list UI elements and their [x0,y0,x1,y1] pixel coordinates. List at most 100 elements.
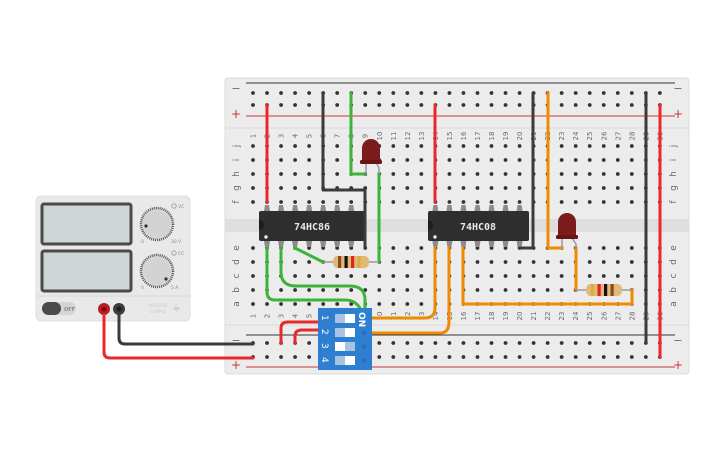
breadboard-hole[interactable] [405,172,410,176]
voltage-knob[interactable] [139,206,175,242]
breadboard-hole[interactable] [279,186,283,190]
breadboard-hole[interactable] [503,200,508,204]
wire-ic1-input-b[interactable] [279,246,367,314]
breadboard-hole[interactable] [307,172,312,176]
rail-hole[interactable] [363,91,368,95]
rail-hole[interactable] [587,91,592,95]
breadboard-hole[interactable] [251,186,255,190]
breadboard-hole[interactable] [251,158,255,162]
breadboard-hole[interactable] [545,288,550,292]
wire-switch-1-vcc[interactable] [279,320,320,345]
breadboard-hole[interactable] [251,274,255,278]
breadboard-hole[interactable] [377,302,382,306]
rail-hole[interactable] [629,355,634,359]
breadboard-hole[interactable] [293,274,297,278]
breadboard-hole[interactable] [335,144,340,148]
rail-hole[interactable] [447,341,452,345]
breadboard-hole[interactable] [489,246,494,250]
breadboard-hole[interactable] [419,302,424,306]
breadboard-hole[interactable] [391,186,396,190]
dip-switch-toggle[interactable] [345,356,355,365]
breadboard-hole[interactable] [573,172,578,176]
rail-hole[interactable] [391,341,396,345]
rail-hole[interactable] [377,341,382,345]
breadboard-hole[interactable] [251,260,255,264]
breadboard-hole[interactable] [559,158,564,162]
breadboard-hole[interactable] [419,158,424,162]
breadboard-hole[interactable] [489,288,494,292]
breadboard-hole[interactable] [461,144,466,148]
rail-hole[interactable] [293,103,297,107]
rail-hole[interactable] [377,355,382,359]
breadboard-hole[interactable] [307,274,312,278]
rail-hole[interactable] [293,355,297,359]
rail-hole[interactable] [629,91,634,95]
breadboard-hole[interactable] [363,274,368,278]
breadboard-hole[interactable] [391,144,396,148]
wire-gnd-ic2[interactable] [518,91,535,250]
rail-hole[interactable] [587,103,592,107]
breadboard-hole[interactable] [405,186,410,190]
rail-hole[interactable] [419,341,424,345]
rail-hole[interactable] [503,103,508,107]
rail-hole[interactable] [433,91,438,95]
breadboard-hole[interactable] [419,246,424,250]
rail-hole[interactable] [517,341,522,345]
breadboard-hole[interactable] [335,302,340,306]
breadboard-hole[interactable] [517,186,522,190]
breadboard-hole[interactable] [307,246,312,250]
rail-hole[interactable] [545,355,550,359]
wire-led1-cathode[interactable] [349,91,367,176]
breadboard-hole[interactable] [279,158,283,162]
breadboard-hole[interactable] [489,260,494,264]
breadboard-hole[interactable] [615,246,620,250]
rail-hole[interactable] [293,91,297,95]
breadboard-hole[interactable] [601,186,606,190]
resistor-1[interactable] [323,255,379,269]
wire-ic1-out[interactable] [293,246,325,264]
wire-ic1-input-a[interactable] [265,246,364,314]
breadboard-hole[interactable] [447,172,452,176]
breadboard-hole[interactable] [293,144,297,148]
led-1[interactable] [360,139,382,174]
breadboard-hole[interactable] [377,274,382,278]
rail-hole[interactable] [279,103,283,107]
breadboard-hole[interactable] [503,274,508,278]
power-supply[interactable]: VC 0 30 V CC 0 5 A OFF VOLTAGE SUPPLY [35,195,191,322]
breadboard-hole[interactable] [559,172,564,176]
breadboard-hole[interactable] [531,288,536,292]
breadboard-hole[interactable] [419,144,424,148]
breadboard-hole[interactable] [321,246,326,250]
rail-hole[interactable] [475,355,480,359]
breadboard-hole[interactable] [447,158,452,162]
breadboard-hole[interactable] [475,288,480,292]
breadboard-hole[interactable] [587,200,592,204]
breadboard-hole[interactable] [489,186,494,190]
breadboard-hole[interactable] [405,246,410,250]
breadboard-hole[interactable] [279,288,283,292]
breadboard-hole[interactable] [251,144,255,148]
breadboard-hole[interactable] [615,172,620,176]
breadboard-hole[interactable] [251,246,255,250]
rail-hole[interactable] [419,103,424,107]
breadboard-hole[interactable] [279,172,283,176]
breadboard-hole[interactable] [293,302,297,306]
breadboard-hole[interactable] [475,260,480,264]
wire-switch-to-ic2-b[interactable] [370,246,451,335]
rail-hole[interactable] [587,341,592,345]
wire-switch-to-ic2-a[interactable] [370,246,437,320]
breadboard-hole[interactable] [489,158,494,162]
breadboard-hole[interactable] [419,288,424,292]
rail-hole[interactable] [391,91,396,95]
breadboard-hole[interactable] [503,246,508,250]
breadboard-hole[interactable] [419,274,424,278]
breadboard-hole[interactable] [517,144,522,148]
breadboard-hole[interactable] [587,246,592,250]
rail-hole[interactable] [517,355,522,359]
breadboard-hole[interactable] [559,288,564,292]
breadboard-hole[interactable] [293,200,297,204]
breadboard-hole[interactable] [629,158,634,162]
breadboard-hole[interactable] [405,302,410,306]
